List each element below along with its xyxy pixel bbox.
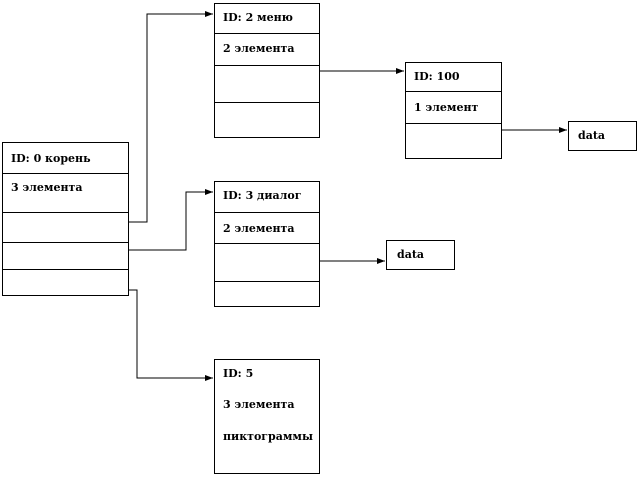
data-box-a: data [568, 121, 637, 151]
root-slot-2 [3, 242, 128, 269]
icons-id-label: ID: 5 [223, 367, 254, 380]
data-box-b: data [386, 240, 455, 270]
dialog-count-cell: 2 элемента [215, 212, 319, 243]
menu-node: ID: 2 меню 2 элемента [214, 3, 320, 138]
menu-slot-1 [215, 65, 319, 102]
root-header-cell: ID: 0 корень [3, 143, 128, 173]
node-100: ID: 100 1 элемент [405, 62, 502, 159]
node-100-header-cell: ID: 100 [406, 63, 501, 91]
data-label-b: data [397, 248, 425, 261]
arrow-root-to-dialog [128, 189, 213, 251]
icons-node: ID: 5 3 элемента пиктограммы [214, 359, 320, 474]
arrow-root-to-icons [128, 289, 213, 381]
root-count-cell: 3 элемента [3, 173, 128, 212]
root-slot-1 [3, 212, 128, 242]
node-100-count-cell: 1 элемент [406, 91, 501, 123]
menu-count-label: 2 элемента [223, 42, 295, 55]
dialog-node: ID: 3 диалог 2 элемента [214, 181, 320, 307]
root-id-label: ID: 0 корень [11, 152, 91, 165]
dialog-slot-2 [215, 281, 319, 307]
data-label-a: data [578, 129, 606, 142]
icons-count-label: 3 элемента [223, 398, 295, 411]
dialog-id-label: ID: 3 диалог [223, 189, 302, 202]
menu-count-cell: 2 элемента [215, 33, 319, 65]
icons-type-label: пиктограммы [223, 430, 314, 443]
menu-slot-2 [215, 102, 319, 138]
menu-header-cell: ID: 2 меню [215, 4, 319, 33]
node-100-slot-1 [406, 123, 501, 159]
dialog-count-label: 2 элемента [223, 222, 295, 235]
root-count-label: 3 элемента [11, 181, 83, 194]
root-node: ID: 0 корень 3 элемента [2, 142, 129, 296]
node-100-id-label: ID: 100 [414, 70, 460, 83]
dialog-slot-1 [215, 243, 319, 281]
root-slot-3 [3, 269, 128, 296]
arrow-root-to-menu [128, 11, 213, 223]
dialog-header-cell: ID: 3 диалог [215, 182, 319, 212]
menu-id-label: ID: 2 меню [223, 11, 293, 24]
node-100-count-label: 1 элемент [414, 101, 479, 114]
